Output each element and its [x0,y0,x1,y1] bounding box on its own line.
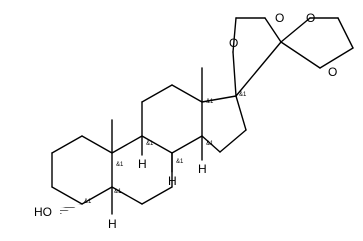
atom-label-oxygen-3: O [306,11,315,25]
dioxolane-bonds [232,17,354,97]
atom-label-oxygen-1: O [229,36,238,50]
stereo-tag-5: &1 [176,159,184,165]
stereo-tag-8: &1 [239,92,247,98]
stereo-tag-2: &1 [116,162,124,168]
stereo-tag-1: &1 [84,199,92,205]
ring-d-bonds [201,95,247,153]
hydroxyl-hashed-wedge [60,204,82,214]
atom-label-hydroxyl: HO [34,205,52,219]
stereo-tag-7: &1 [206,99,214,105]
ring-a-bonds [51,135,113,205]
stereo-tag-3: &1 [114,189,122,195]
atom-label-h-c5: H [108,217,117,231]
stereo-tag-6: &1 [206,141,214,147]
atom-label-h-c8: H [168,174,177,188]
atom-label-h-c14: H [198,162,207,176]
atom-label-h-c9: H [138,157,147,171]
ring-c-bonds [141,84,203,154]
atom-label-oxygen-4: O [328,65,337,79]
atom-label-oxygen-2: O [275,11,284,25]
stereo-tag-4: &1 [146,141,154,147]
